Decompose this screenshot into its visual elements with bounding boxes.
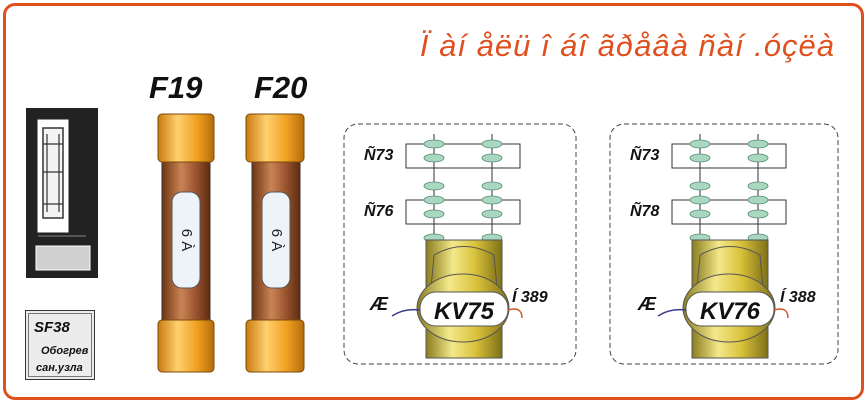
relay-kv76-contacts [671,134,787,240]
relay-kv76-contact2: Ñ78 [630,200,659,220]
breaker-switch-graphic [35,119,91,271]
relay-kv75-contacts [405,134,521,240]
fuse-f20[interactable]: 6 À [245,113,305,373]
breaker-desc-line2: сан.узла [36,362,83,374]
relay-kv76-left-wire: Æ [637,294,657,314]
relay-kv76-contact1: Ñ73 [630,144,659,164]
fuse-f19[interactable]: 6 À [157,113,215,373]
relay-kv76[interactable]: Ñ73 Ñ78 KV76 Æ Í 388 [608,120,844,370]
relay-kv75-right-wire: Í 389 [512,287,548,306]
relay-kv76-right-wire: Í 388 [780,287,816,306]
relay-kv75-contact2: Ñ76 [364,200,393,220]
breaker-label-plate: SF38 Обогрев сан.узла [25,310,95,380]
relay-kv75-contact-pads [423,139,503,243]
relay-kv75-contact1: Ñ73 [364,144,393,164]
panel-title: Ï àí åëü î áî ãðåâà ñàí .óçëà [419,28,835,63]
relay-kv76-contact-pads [689,139,769,243]
relay-kv75-left-wire: Æ [369,294,389,314]
breaker-desc-line1: Обогрев [41,345,89,357]
relay-kv76-coil [682,239,776,359]
fuses-graphic: 6 À 6 À [157,113,305,373]
fuse-f20-label: F20 [254,70,308,105]
relay-kv75-coil-label: KV75 [434,298,495,325]
fuse-f19-rating: 6 À [178,229,195,252]
fuse-f19-label: F19 [149,70,203,105]
relay-kv75-coil [416,239,510,359]
fuse-f20-rating: 6 À [268,229,285,252]
relay-kv76-coil-label: KV76 [700,298,761,325]
breaker-id: SF38 [34,319,70,336]
relay-kv75[interactable]: Ñ73 Ñ76 KV75 Æ Í 389 [342,120,578,370]
breaker-switch[interactable] [26,108,98,278]
